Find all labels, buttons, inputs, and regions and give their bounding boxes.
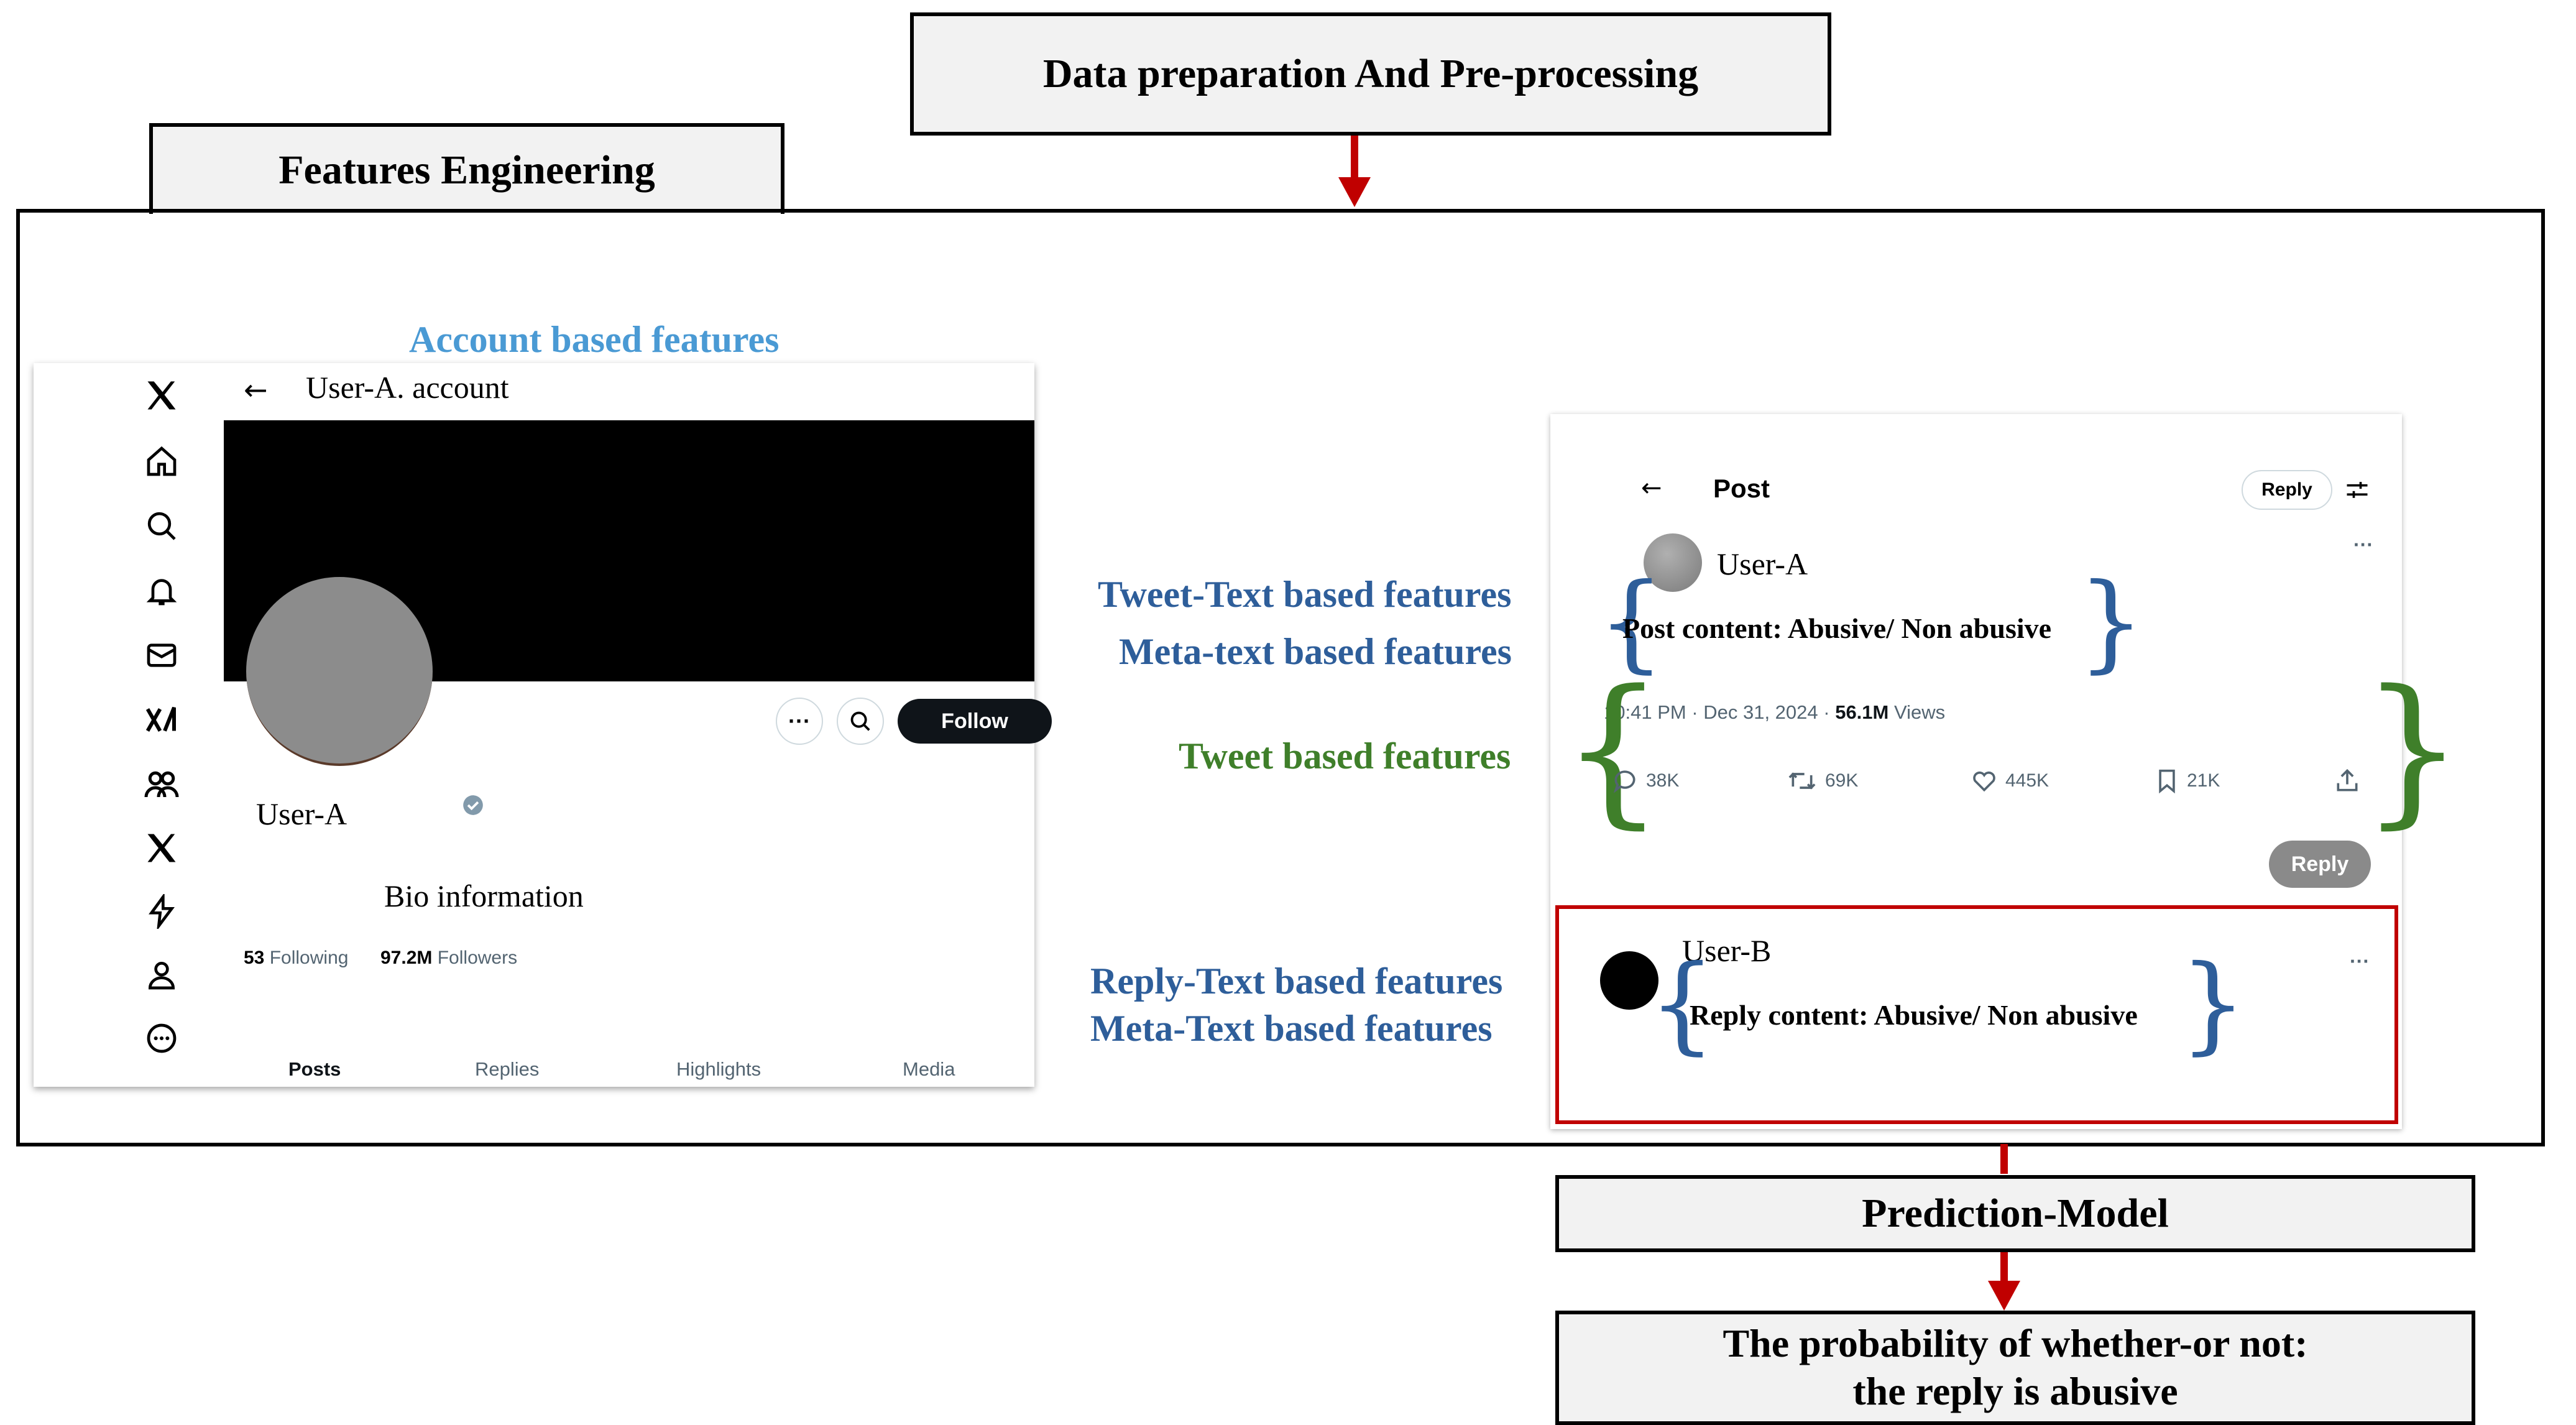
- probability-line-2: the reply is abusive: [1852, 1369, 2178, 1413]
- arrow-prep-to-features: [1351, 136, 1358, 185]
- tab-posts[interactable]: Posts: [288, 1058, 341, 1080]
- back-arrow-icon[interactable]: ←: [244, 373, 268, 407]
- arrow-features-to-model: [2000, 1144, 2008, 1174]
- profile-icon[interactable]: [144, 957, 179, 992]
- post-meta: 10:41 PM · Dec 31, 2024 · 56.1M Views: [1604, 701, 1945, 724]
- tab-highlights[interactable]: Highlights: [676, 1058, 761, 1080]
- tab-media[interactable]: Media: [903, 1058, 955, 1080]
- label-meta-text-features: Meta-text based features: [1119, 631, 1512, 672]
- arrow-head-output: [1988, 1281, 2020, 1311]
- tab-replies[interactable]: Replies: [475, 1058, 540, 1080]
- reply-user-name: User-B: [1682, 933, 1772, 968]
- bookmark-icon: [2159, 769, 2175, 794]
- profile-name: User-A: [256, 796, 347, 831]
- bell-icon[interactable]: [144, 573, 179, 608]
- post-user-name: User-A: [1717, 546, 1808, 581]
- x-premium-icon[interactable]: [143, 829, 180, 867]
- like-count: 445K: [2005, 770, 2049, 791]
- post-views-count: 56.1M: [1835, 701, 1889, 723]
- search-icon: [850, 711, 870, 731]
- settings-sliders-icon[interactable]: [2344, 476, 2371, 504]
- search-icon[interactable]: [144, 509, 179, 543]
- followers-label: Followers: [437, 948, 518, 968]
- post-reply-button[interactable]: Reply: [2269, 841, 2371, 888]
- bookmark-count: 21K: [2187, 770, 2220, 791]
- follow-button[interactable]: Follow: [898, 699, 1052, 744]
- arrow-head-prep: [1338, 177, 1371, 207]
- like-stat[interactable]: 445K: [1971, 767, 2049, 795]
- more-options-button[interactable]: ···: [776, 698, 823, 745]
- communities-icon[interactable]: [143, 766, 180, 803]
- post-header-title: Post: [1713, 474, 1770, 503]
- retweet-stat[interactable]: 69K: [1787, 767, 1858, 795]
- reply-content-brace-right: }: [2179, 943, 2247, 1066]
- home-icon[interactable]: [144, 444, 179, 479]
- features-engineering-title: Features Engineering: [278, 147, 655, 193]
- prediction-model-title: Prediction-Model: [1862, 1191, 2169, 1236]
- mail-icon[interactable]: [144, 638, 179, 673]
- label-reply-text-features: Reply-Text based features: [1090, 961, 1503, 1002]
- arrow-model-to-output: [2000, 1252, 2008, 1287]
- post-content-brace-right: }: [2077, 561, 2145, 684]
- reply-stat[interactable]: 38K: [1611, 767, 1679, 795]
- label-tweet-features: Tweet based features: [1179, 736, 1511, 777]
- share-icon[interactable]: [2334, 767, 2361, 795]
- retweet-count: 69K: [1825, 770, 1859, 791]
- label-tweet-text-features: Tweet-Text based features: [1098, 574, 1512, 615]
- features-frame: [16, 209, 2545, 1146]
- profile-header-title: User-A. account: [306, 370, 509, 405]
- label-account-features: Account based features: [409, 319, 780, 360]
- avatar[interactable]: [246, 577, 433, 766]
- post-back-arrow-icon[interactable]: ←: [1641, 474, 1662, 502]
- following-label: Following: [269, 948, 349, 968]
- post-reply-top-button[interactable]: Reply: [2242, 470, 2332, 510]
- heart-icon: [1973, 771, 1995, 792]
- following-count: 53: [244, 948, 265, 968]
- data-preparation-box: Data preparation And Pre-processing: [910, 12, 1831, 136]
- profile-bio: Bio information: [384, 879, 584, 913]
- lightning-icon[interactable]: [144, 894, 179, 929]
- data-preparation-title: Data preparation And Pre-processing: [1042, 51, 1699, 96]
- post-views-label: Views: [1888, 701, 1946, 723]
- post-avatar[interactable]: [1644, 533, 1702, 592]
- probability-line-1: The probability of whether-or not:: [1723, 1321, 2308, 1366]
- comment-icon: [1613, 770, 1635, 793]
- retweet-icon: [1788, 772, 1816, 790]
- bookmark-stat[interactable]: 21K: [2155, 767, 2220, 795]
- post-more-icon[interactable]: ···: [2353, 533, 2373, 556]
- sidebar: [34, 363, 224, 1087]
- reply-avatar[interactable]: [1600, 951, 1658, 1010]
- reply-count: 38K: [1646, 770, 1680, 791]
- grok-icon[interactable]: [143, 701, 180, 739]
- followers-stat[interactable]: 97.2M Followers: [380, 948, 517, 969]
- reply-box: [1555, 905, 2398, 1124]
- reply-more-icon[interactable]: ···: [2350, 950, 2370, 972]
- post-content: Post content: Abusive/ Non abusive: [1622, 612, 2052, 644]
- x-logo-icon[interactable]: [143, 377, 180, 414]
- post-timestamp: 10:41 PM · Dec 31, 2024 ·: [1604, 701, 1836, 723]
- followers-count: 97.2M: [380, 948, 433, 968]
- verified-badge-icon: [463, 795, 483, 815]
- features-engineering-box: Features Engineering: [149, 123, 784, 214]
- reply-content-brace-left: {: [1649, 943, 1716, 1066]
- reply-content: Reply content: Abusive/ Non abusive: [1690, 999, 2138, 1031]
- probability-box: The probability of whether-or not: the r…: [1555, 1311, 2475, 1425]
- following-stat[interactable]: 53 Following: [244, 948, 348, 969]
- more-circle-icon[interactable]: [144, 1021, 179, 1056]
- prediction-model-box: Prediction-Model: [1555, 1175, 2475, 1252]
- tweet-brace-right: }: [2361, 656, 2464, 844]
- post-content-brace-left: {: [1598, 561, 1665, 684]
- label-meta-text-reply-features: Meta-Text based features: [1090, 1008, 1493, 1049]
- tweet-brace-left: {: [1562, 656, 1665, 844]
- profile-search-button[interactable]: [837, 698, 884, 745]
